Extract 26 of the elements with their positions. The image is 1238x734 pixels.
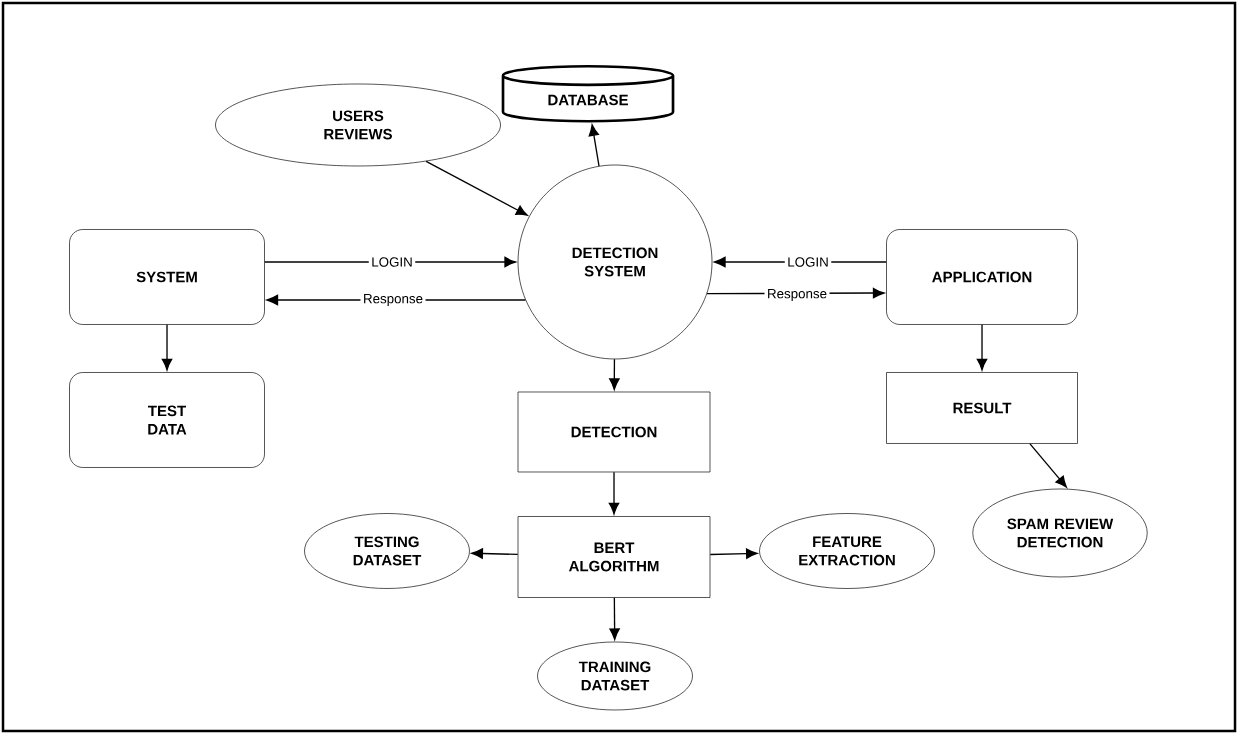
arrow	[471, 548, 519, 559]
edge-label: Response	[764, 286, 830, 304]
arrow	[608, 471, 620, 515]
arrow	[976, 324, 988, 371]
ellipse-node: USERS REVIEWS	[215, 83, 501, 167]
rounded-box: SYSTEM	[69, 229, 265, 325]
arrow	[588, 124, 600, 167]
arrow	[609, 358, 620, 390]
process-box: RESULT	[886, 372, 1078, 444]
rounded-box: TEST DATA	[69, 372, 265, 468]
ellipse-node: FEATURE EXTRACTION	[759, 513, 935, 589]
arrow	[1029, 443, 1067, 488]
database-cylinder: DATABASE	[501, 64, 675, 123]
arrow	[609, 597, 620, 640]
process-box: BERT ALGORITHM	[517, 516, 711, 598]
arrow	[709, 548, 758, 559]
rounded-box: APPLICATION	[886, 229, 1078, 325]
ellipse-node: TESTING DATASET	[304, 513, 470, 589]
process-box: DETECTION	[517, 391, 711, 473]
edge-label: LOGIN	[784, 254, 832, 270]
arrow	[161, 324, 173, 371]
ellipse-node: SPAM REVIEW DETECTION	[972, 488, 1148, 578]
edge-label: Response	[360, 291, 426, 309]
edge-label: LOGIN	[368, 254, 416, 270]
arrow	[425, 160, 528, 216]
ellipse-node: TRAINING DATASET	[537, 641, 693, 711]
